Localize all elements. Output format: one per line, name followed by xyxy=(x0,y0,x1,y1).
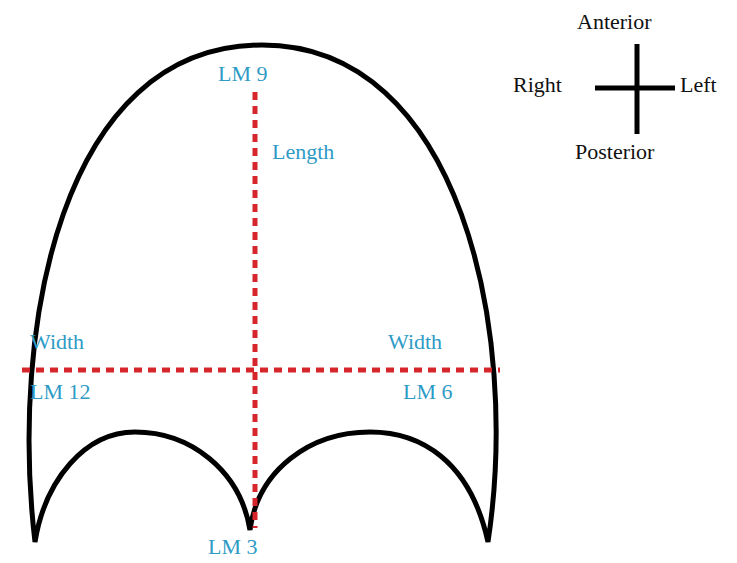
landmark-label: LM 9 xyxy=(218,62,268,86)
landmark-label: LM 3 xyxy=(208,535,258,559)
width-line xyxy=(22,368,500,373)
direction-label: Posterior xyxy=(575,140,654,164)
landmark-label: LM 6 xyxy=(403,380,453,404)
measure-label: Width xyxy=(388,330,442,354)
direction-label: Right xyxy=(513,73,562,97)
measure-label: Length xyxy=(272,140,334,164)
landmark-label: LM 12 xyxy=(30,380,91,404)
body-outline xyxy=(29,45,496,542)
measure-label: Width xyxy=(30,330,84,354)
length-line xyxy=(253,92,258,528)
direction-label: Left xyxy=(680,73,717,97)
direction-label: Anterior xyxy=(577,10,652,34)
compass-vertical xyxy=(635,44,640,134)
